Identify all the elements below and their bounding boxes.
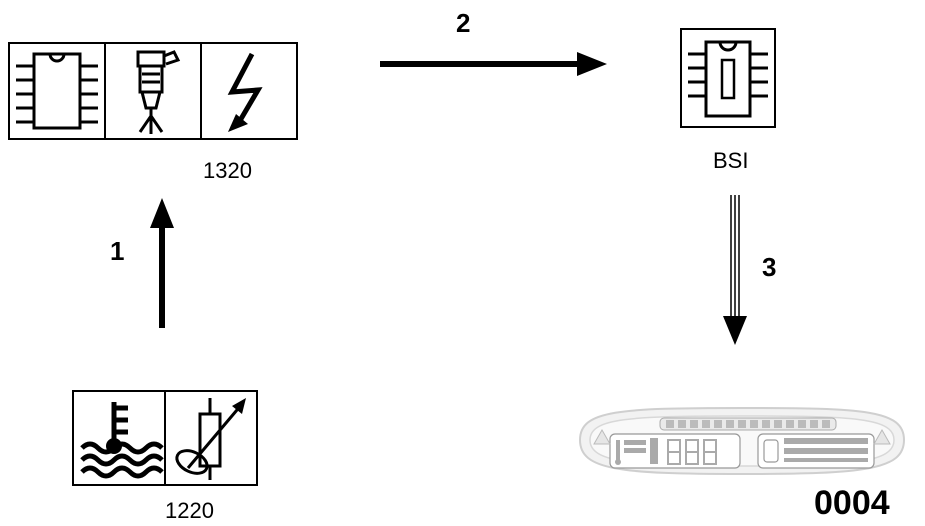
display-code-label: 0004 bbox=[814, 484, 890, 522]
step-1-number: 1 bbox=[110, 236, 125, 266]
ecu-icon-group bbox=[8, 42, 298, 140]
sensor-icon-group bbox=[72, 390, 258, 486]
lightning-icon bbox=[200, 42, 298, 140]
bsi-chip-icon bbox=[680, 28, 776, 128]
step-2-number: 2 bbox=[456, 8, 471, 38]
arrow-1 bbox=[150, 198, 174, 328]
step-3-number: 3 bbox=[762, 252, 777, 282]
coolant-temperature-icon bbox=[72, 390, 166, 486]
injector-icon bbox=[104, 42, 202, 140]
bsi-label: BSI bbox=[713, 148, 749, 173]
arrow-3 bbox=[723, 195, 747, 345]
arrow-2 bbox=[380, 52, 607, 76]
instrument-cluster-icon bbox=[578, 406, 906, 476]
ic-chip-icon bbox=[8, 42, 106, 140]
sensor-resistor-icon bbox=[164, 390, 258, 486]
ecu-label: 1320 bbox=[203, 158, 252, 183]
sensor-label: 1220 bbox=[165, 498, 214, 523]
